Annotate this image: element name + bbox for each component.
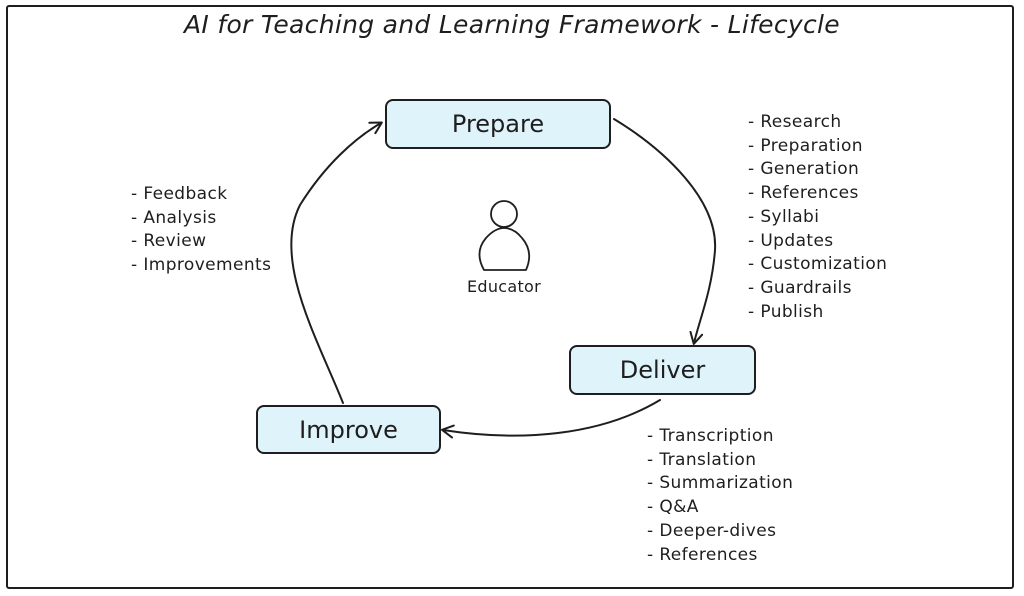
deliver-task-item: - References bbox=[647, 544, 758, 565]
stage-deliver-label: Deliver bbox=[619, 356, 706, 384]
prepare-task-item: - Preparation bbox=[748, 135, 863, 156]
improve-task-item: - Improvements bbox=[131, 255, 272, 276]
diagram-frame bbox=[6, 5, 1014, 589]
deliver-task-list: - Transcription - Translation - Summariz… bbox=[647, 425, 793, 567]
educator-label: Educator bbox=[466, 277, 542, 296]
stage-improve-label: Improve bbox=[299, 415, 398, 444]
deliver-task-item: - Translation bbox=[647, 449, 757, 470]
stage-prepare-box: Prepare bbox=[385, 99, 611, 149]
deliver-task-item: - Q&A bbox=[647, 497, 699, 518]
deliver-task-item: - Deeper-dives bbox=[647, 520, 777, 541]
arrow-deliver-to-improve bbox=[441, 399, 661, 439]
improve-task-item: - Analysis bbox=[131, 207, 217, 228]
improve-task-list: - Feedback - Analysis - Review - Improve… bbox=[131, 183, 271, 278]
diagram-title: AI for Teaching and Learning Framework -… bbox=[184, 10, 840, 39]
prepare-task-item: - Publish bbox=[748, 301, 824, 322]
improve-task-item: - Feedback bbox=[131, 184, 228, 204]
arrow-improve-to-prepare bbox=[290, 121, 383, 404]
improve-task-item: - Review bbox=[131, 231, 207, 252]
stage-improve-box: Improve bbox=[256, 405, 441, 454]
prepare-task-item: - Research bbox=[748, 112, 842, 132]
person-icon bbox=[478, 200, 531, 271]
arrow-prepare-to-deliver bbox=[613, 118, 717, 345]
prepare-task-list: - Research - Preparation - Generation - … bbox=[748, 111, 887, 324]
deliver-task-item: - Transcription bbox=[647, 426, 774, 446]
stage-deliver-box: Deliver bbox=[569, 345, 756, 395]
prepare-task-item: - Guardrails bbox=[748, 277, 852, 298]
deliver-task-item: - Summarization bbox=[647, 473, 794, 494]
prepare-task-item: - Updates bbox=[748, 230, 834, 251]
prepare-task-item: - Customization bbox=[748, 254, 888, 275]
prepare-task-item: - Syllabi bbox=[748, 206, 820, 227]
prepare-task-item: - References bbox=[748, 183, 859, 204]
stage-prepare-label: Prepare bbox=[451, 110, 545, 138]
prepare-task-item: - Generation bbox=[748, 159, 860, 180]
